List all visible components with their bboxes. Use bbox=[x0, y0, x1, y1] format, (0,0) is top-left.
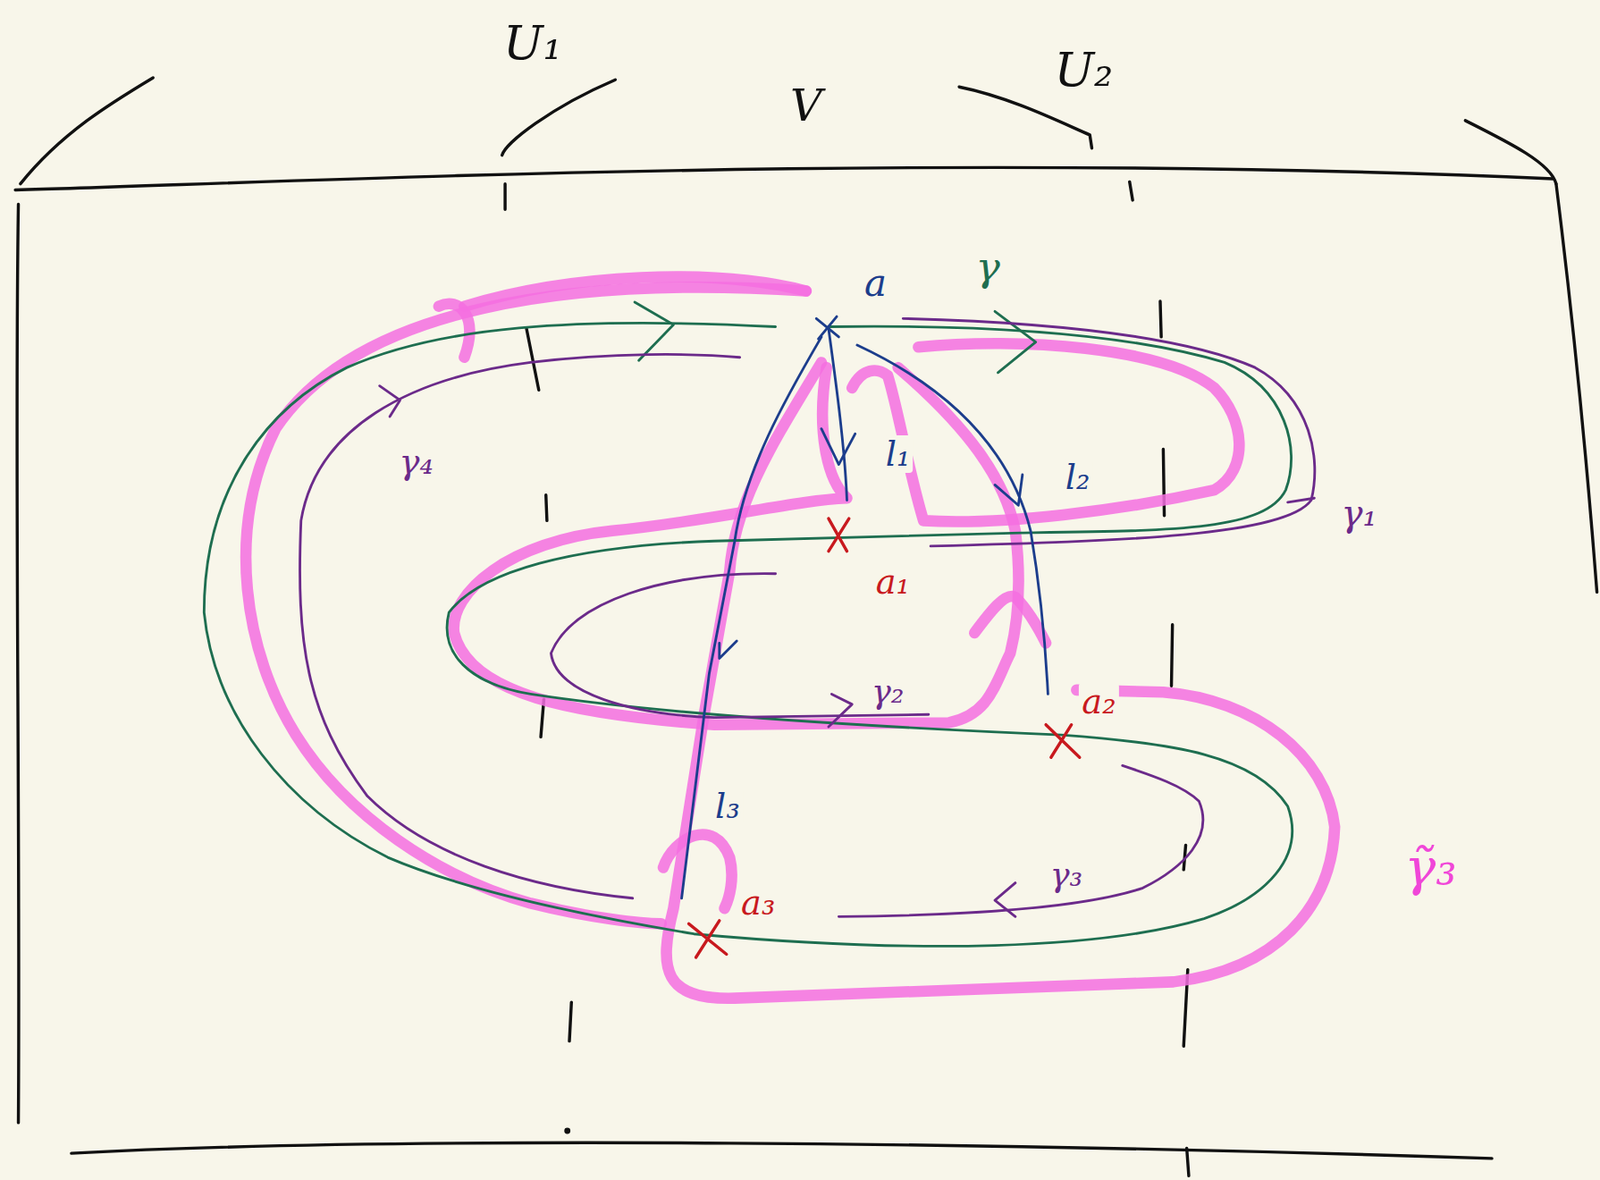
math-label: l₁ bbox=[883, 435, 914, 473]
set-label: V bbox=[787, 80, 826, 129]
math-label: l₂ bbox=[1062, 458, 1094, 497]
math-label: γ₃ bbox=[1047, 857, 1086, 893]
math-label: γ₂ bbox=[868, 673, 907, 710]
math-label: l₃ bbox=[712, 787, 743, 826]
paths-l bbox=[682, 316, 1049, 899]
math-label: γ̃₃ bbox=[1401, 838, 1459, 896]
math-label: a₃ bbox=[738, 884, 778, 922]
math-label: γ₁ bbox=[1338, 493, 1381, 533]
math-label: a₁ bbox=[873, 563, 913, 601]
math-label: a bbox=[861, 262, 890, 304]
loop-gamma bbox=[203, 302, 1292, 946]
math-label: a₂ bbox=[1078, 682, 1119, 721]
frame bbox=[15, 77, 1597, 1176]
loops-gamma-i bbox=[299, 318, 1314, 917]
math-label: γ₄ bbox=[396, 443, 437, 481]
set-label: U₂ bbox=[1051, 42, 1116, 95]
punctures bbox=[689, 518, 1080, 958]
lifted-loop bbox=[245, 277, 1335, 999]
set-label: U₁ bbox=[500, 16, 565, 69]
math-label: γ bbox=[972, 244, 1003, 290]
